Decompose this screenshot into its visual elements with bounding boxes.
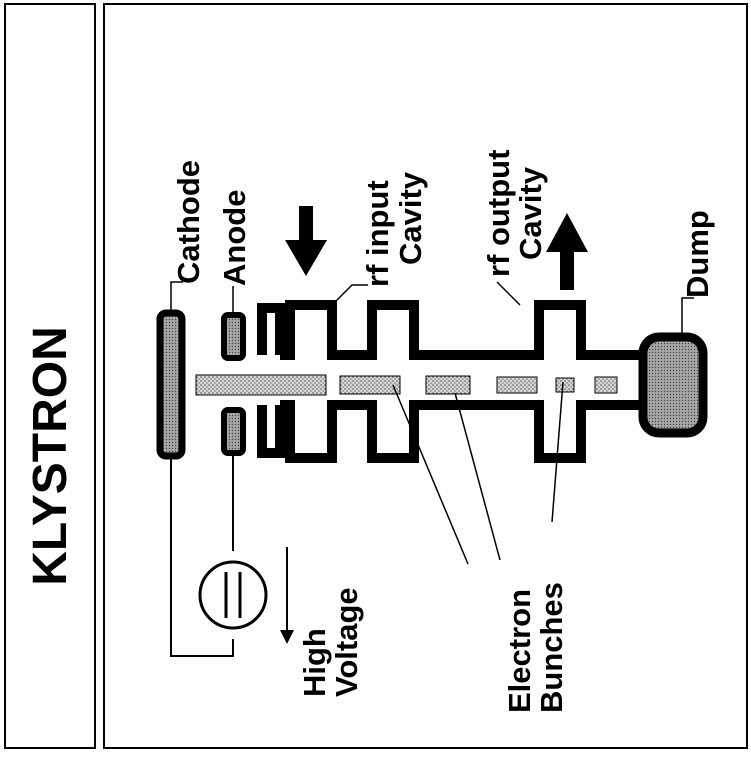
rf-input-arrow-icon (285, 206, 327, 276)
klystron-body-outline (257, 300, 643, 463)
diagram-panel-frame (103, 3, 748, 749)
electron-bunches-label-line2: Bunches (534, 582, 569, 713)
anode-upper-electrode (221, 312, 246, 361)
voltage-arrowhead-icon (280, 630, 294, 644)
anode-lower-electrode (221, 407, 246, 456)
electron-bunch-4 (555, 377, 575, 393)
anode-label: Anode (217, 190, 252, 286)
rf-output-label-line2: Cavity (513, 166, 548, 260)
title-panel-frame (4, 3, 96, 749)
beam-dump (638, 332, 708, 438)
leader-lines (170, 281, 694, 565)
page-title: KLYSTRON (24, 326, 77, 586)
electron-bunch-3 (496, 376, 538, 394)
electron-bunch-1 (339, 375, 401, 395)
electron-beam (195, 374, 327, 396)
high-voltage-circuit (170, 453, 288, 657)
high-voltage-label-line2: Voltage (329, 587, 364, 697)
rf-output-arrow-icon (546, 213, 588, 290)
dump-label: Dump (680, 210, 715, 298)
rf-input-label-line2: Cavity (393, 171, 428, 265)
cathode-electrode (156, 309, 186, 460)
electron-bunch-2 (425, 375, 471, 395)
rf-input-label-line1: rf input (360, 180, 395, 287)
electron-bunches-label-line1: Electron (502, 589, 537, 713)
rf-output-label-line1: rf output (481, 150, 516, 277)
high-voltage-label-line1: High (297, 628, 332, 697)
electron-bunch-5 (594, 376, 618, 394)
cathode-label: Cathode (171, 160, 206, 284)
